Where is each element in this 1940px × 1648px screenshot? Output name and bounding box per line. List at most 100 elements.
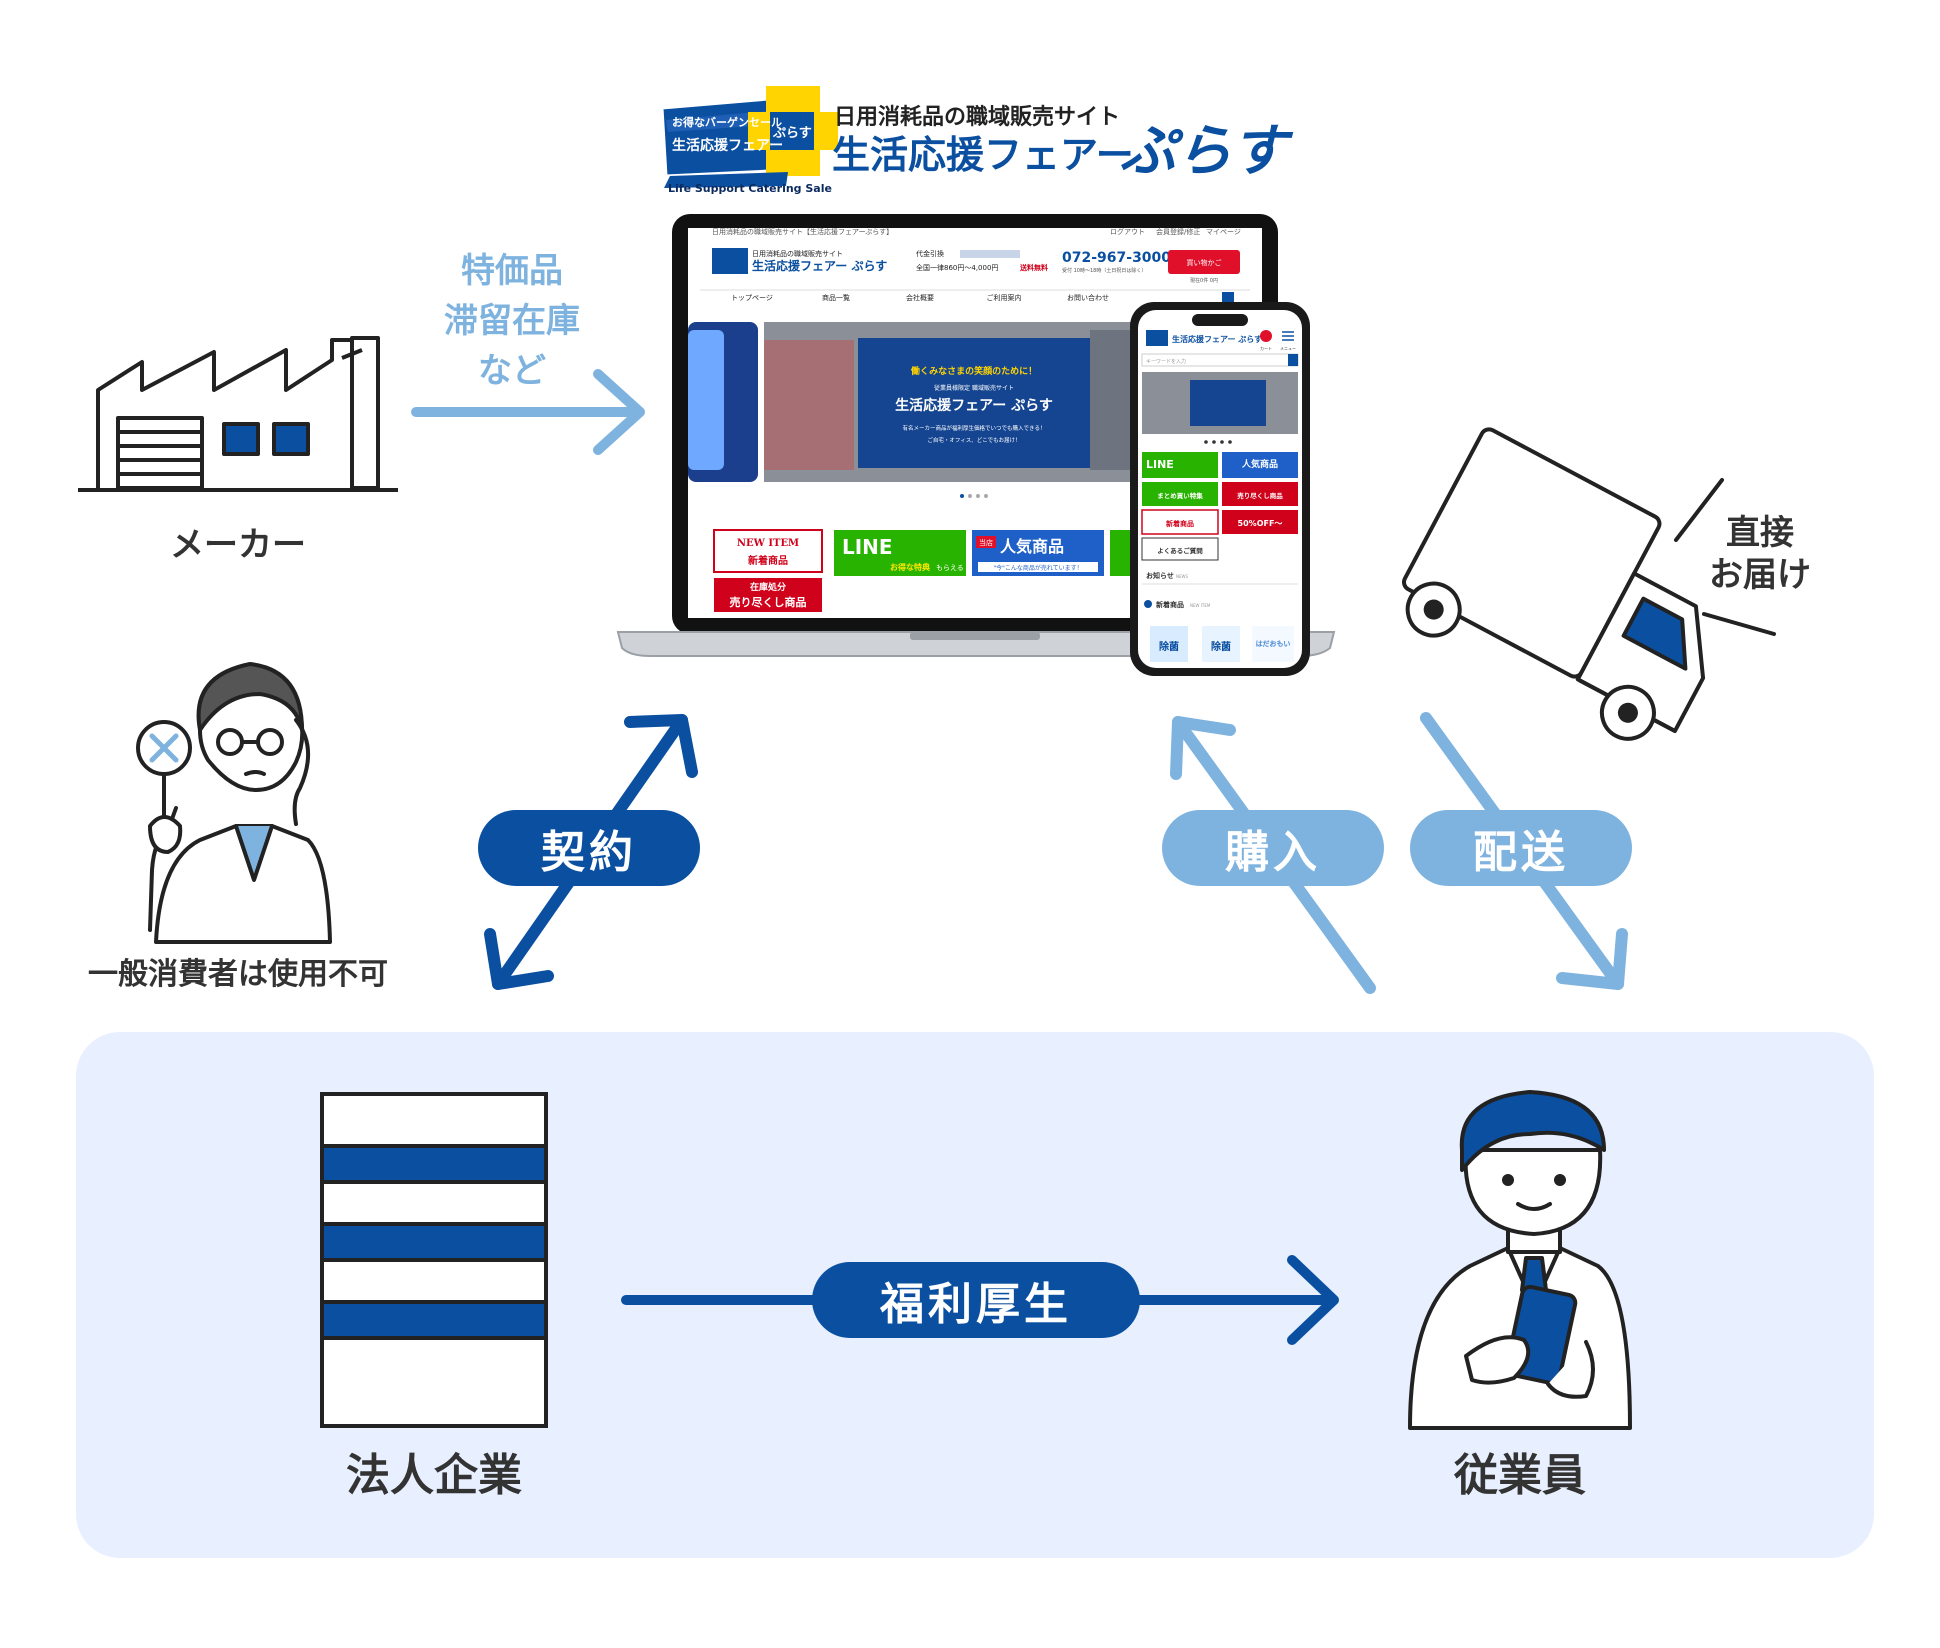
label-maker-goods-3: など [478,351,546,391]
hero-banner: 働くみなさまの笑顔のために！ [910,365,1037,377]
label-direct-1: 直接 [1726,513,1794,553]
phone-banner-new[interactable] [1141,509,1219,535]
logo-name-suffix: ぷらす [1120,119,1294,184]
phone-product-3-text: はだおもい [1256,639,1291,648]
phone-search-placeholder: キーワードを入力 [1146,358,1186,365]
phone-banner-line-text: LINE [1146,458,1174,471]
banner-new-item[interactable]: NEW ITEM 新着商品 [713,529,823,573]
hero-dot-1[interactable] [960,494,964,498]
phone-banner-stock[interactable] [1222,482,1298,506]
banner-line[interactable]: LINE お得な特典 もらえる [834,530,966,576]
speed-lines [1674,478,1776,636]
banner-new-item-title: NEW ITEM [737,538,799,549]
site-hours: 受付 10時〜18時（土日祝日は除く） [1062,267,1146,274]
site-logo-badge [712,248,748,274]
pill-delivery-label: 配送 [1473,827,1569,878]
hero-dot-4[interactable] [984,494,988,498]
phone-menu-icon[interactable] [1282,331,1294,341]
phone-banner-sale[interactable] [1222,510,1298,534]
pill-contract: 契約 [478,810,700,886]
hero-dot-3[interactable] [976,494,980,498]
site-nav-products[interactable]: 商品一覧 [822,293,850,302]
site-cart-label: 買い物かご [1187,258,1222,267]
banner-popular-tag: 当店 [979,538,993,547]
x-mark-icon [149,733,179,763]
banner-line-title: LINE [842,535,893,559]
truck-icon [1402,427,1706,741]
factory-icon [78,336,398,492]
phone-banner-bulk-text: まとめ買い特集 [1157,491,1203,500]
label-direct-2: お届け [1709,555,1811,595]
site-logo-name: 生活応援フェアー ぷらす [752,258,887,273]
hero-desc-2: ご自宅・オフィス、どこでもお届け！ [927,436,1020,444]
banner-popular-sub: "今"こんな商品が売れています！ [993,564,1082,572]
site-nav-guide[interactable]: ご利用案内 [987,293,1022,302]
banner-line-sub2: もらえる [936,564,964,572]
logo-badge-sub: Life Support Catering Sale [668,182,832,195]
phone-banner-faq[interactable] [1141,537,1219,561]
pill-welfare: 福利厚生 [812,1262,1140,1338]
phone-menu-label: メニュー [1280,346,1296,351]
banner-stock[interactable]: 在庫処分 売り尽くし商品 [714,578,822,612]
phone-banner-popular[interactable] [1222,452,1298,478]
logo-tagline: 日用消耗品の職域販売サイト [834,104,1120,130]
logo-name: 生活応援フェアー [832,133,1134,177]
label-consumer-note: 一般消費者は使用不可 [88,957,388,992]
phone-logo: 生活応援フェアー ぷらす [1172,334,1262,344]
hero-overlay [858,338,1090,468]
phone-banner-bulk[interactable] [1142,482,1218,506]
site-logo-tagline: 日用消耗品の職域販売サイト [752,249,843,258]
banner-new-item-sub: 新着商品 [748,554,788,567]
banner-stock-tag: 在庫処分 [750,581,786,593]
site-nav-top[interactable]: トップページ [731,294,773,302]
phone-cart-icon[interactable] [1260,330,1272,342]
hero-small: 従業員様限定 職域販売サイト [934,384,1014,392]
pill-delivery: 配送 [1410,810,1632,886]
site-nav-company[interactable]: 会社概要 [906,293,934,302]
site-nav-contact[interactable]: お問い合わせ [1067,293,1109,302]
phone-product-2[interactable] [1202,626,1240,662]
site-search-icon[interactable] [1222,292,1234,304]
phone-product-3[interactable] [1252,626,1294,662]
site-header-link-logout[interactable]: ログアウト [1110,227,1145,236]
site-shipping: 全国一律860円〜4,000円 [916,263,998,272]
pill-purchase: 購入 [1162,810,1384,886]
employee-person-icon [1408,1090,1632,1430]
phone-logo-badge [1146,330,1168,346]
phone-mockup: 生活応援フェアー ぷらす カート メニュー キーワードを入力 LINE 人気商品… [1130,302,1310,676]
payment-icons [960,250,1020,258]
logo-badge: Life Support Catering Sale お得なバーゲンセール 生活… [660,86,838,195]
logo-badge-line2: 生活応援フェアー [672,137,783,154]
pill-contract-label: 契約 [541,827,637,878]
phone-new-products-tag: NEW ITEM [1190,603,1211,608]
site-header-link-register[interactable]: 会員登録/修正 [1156,227,1200,236]
phone-banner-sale-text: 50%OFF〜 [1238,519,1283,528]
hero-phone-graphic [688,330,724,470]
consumer-person-icon [136,662,332,944]
phone-product-1[interactable] [1150,626,1188,662]
logo-badge-line1: お得なバーゲンセール [672,115,782,129]
site-cart-button[interactable] [1168,250,1240,274]
phone-product-2-text: 除菌 [1211,640,1231,653]
hero-dot-2[interactable] [968,494,972,498]
label-company: 法人企業 [346,1450,522,1501]
phone-news-tag: NEWS [1176,574,1188,579]
label-employee: 従業員 [1453,1450,1586,1501]
banner-stock-title: 売り尽くし商品 [730,595,807,609]
banner-line-sub: お得な特典 [890,562,930,572]
label-maker-goods-2: 滞留在庫 [444,301,580,341]
site-header-link-mypage[interactable]: マイページ [1206,228,1241,236]
arrow-maker-to-site [411,369,645,455]
site-payment-label: 代金引換 [916,249,944,258]
banner-popular[interactable]: 当店 人気商品 "今"こんな商品が売れています！ [972,530,1104,576]
phone-product-1-text: 除菌 [1159,640,1179,653]
phone-banner-new-text: 新着商品 [1166,519,1194,528]
phone-news-title: お知らせ [1146,571,1174,580]
brand-logo: Life Support Catering Sale お得なバーゲンセール 生活… [660,86,1294,195]
phone-banner-stock-text: 売り尽くし商品 [1237,491,1283,500]
phone-banner-line[interactable] [1142,452,1218,478]
phone-search-icon[interactable] [1288,354,1298,366]
site-header-small: 日用消耗品の職域販売サイト【生活応援フェアーぷらす】 [712,227,893,236]
phone-cart-label: カート [1260,346,1272,351]
logo-badge-plus: ぷらす [772,126,812,141]
